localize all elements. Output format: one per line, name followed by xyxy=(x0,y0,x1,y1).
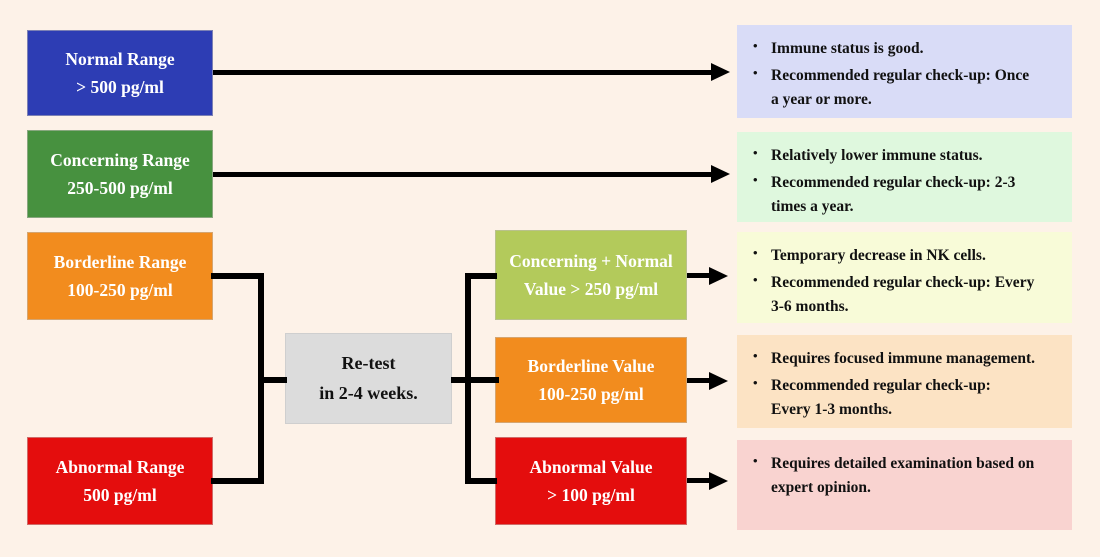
node-concerning-range: Concerning Range 250-500 pg/ml xyxy=(27,130,213,218)
arrow-concerning-normal-shaft xyxy=(687,273,711,278)
node-concerning-normal-value: Concerning + Normal Value > 250 pg/ml xyxy=(495,230,687,320)
node-borderline-range: Borderline Range 100-250 pg/ml xyxy=(27,232,213,320)
bullet-item: Requires detailed examination based on e… xyxy=(743,451,1062,500)
node-abnormal-value-title: Abnormal Value xyxy=(529,456,653,477)
bullet-item: Recommended regular check-up: 2-3 times … xyxy=(743,170,1062,219)
arrow-concerning-shaft xyxy=(213,172,713,177)
bullet-item: Immune status is good. xyxy=(743,36,1062,61)
node-retest-line1: Re-test xyxy=(341,353,396,374)
arrow-borderline-value-head xyxy=(709,372,728,390)
bullet-list: Requires focused immune management. Reco… xyxy=(743,346,1062,422)
arrow-normal-shaft xyxy=(213,70,713,75)
arrow-normal-head xyxy=(711,63,730,81)
node-abnormal-range-title: Abnormal Range xyxy=(55,456,185,477)
node-abnormal-range: Abnormal Range 500 pg/ml xyxy=(27,437,213,525)
node-borderline-value-title: Borderline Value xyxy=(527,355,655,376)
node-concerning-normal-value-value: Value > 250 pg/ml xyxy=(523,279,659,299)
bullet-item: Relatively lower immune status. xyxy=(743,143,1062,168)
bullet-item: Temporary decrease in NK cells. xyxy=(743,243,1062,268)
node-abnormal-value: Abnormal Value > 100 pg/ml xyxy=(495,437,687,525)
node-retest: Re-test in 2-4 weeks. xyxy=(285,333,452,424)
connector-concerning-normal-stub xyxy=(465,273,497,279)
bullet-list: Requires detailed examination based on e… xyxy=(743,451,1062,500)
arrow-concerning-head xyxy=(711,165,730,183)
connector-abnormal-value-stub xyxy=(465,478,497,484)
node-borderline-range-title: Borderline Range xyxy=(53,251,187,272)
connector-borderline-stub xyxy=(211,273,264,279)
result-normal-recommendation: Immune status is good. Recommended regul… xyxy=(737,25,1072,118)
connector-right-vertical xyxy=(465,273,471,484)
result-abnormal-recommendation: Requires detailed examination based on e… xyxy=(737,440,1072,530)
node-borderline-range-value: 100-250 pg/ml xyxy=(67,280,173,300)
result-concerning-recommendation: Relatively lower immune status. Recommen… xyxy=(737,132,1072,222)
node-borderline-value: Borderline Value 100-250 pg/ml xyxy=(495,337,687,423)
node-borderline-value-value: 100-250 pg/ml xyxy=(538,384,644,404)
node-abnormal-value-value: > 100 pg/ml xyxy=(547,485,635,505)
bullet-list: Temporary decrease in NK cells. Recommen… xyxy=(743,243,1062,319)
bullet-item: Recommended regular check-up: Every 3-6 … xyxy=(743,270,1062,319)
bullet-list: Immune status is good. Recommended regul… xyxy=(743,36,1062,112)
node-normal-range: Normal Range > 500 pg/ml xyxy=(27,30,213,116)
node-concerning-range-title: Concerning Range xyxy=(50,149,190,170)
arrow-abnormal-value-head xyxy=(709,472,728,490)
node-normal-range-value: > 500 pg/ml xyxy=(76,77,164,97)
node-concerning-range-value: 250-500 pg/ml xyxy=(67,178,173,198)
result-borderline-recommendation: Requires focused immune management. Reco… xyxy=(737,335,1072,428)
result-concerning-normal-recommendation: Temporary decrease in NK cells. Recommen… xyxy=(737,232,1072,323)
connector-abnormal-stub xyxy=(211,478,264,484)
node-abnormal-range-value: 500 pg/ml xyxy=(83,485,157,505)
bullet-item: Recommended regular check-up: Once a yea… xyxy=(743,63,1062,112)
arrow-borderline-value-shaft xyxy=(687,378,711,383)
node-concerning-normal-value-title: Concerning + Normal xyxy=(509,250,673,271)
bullet-list: Relatively lower immune status. Recommen… xyxy=(743,143,1062,219)
arrow-abnormal-value-shaft xyxy=(687,478,711,483)
bullet-item: Requires focused immune management. xyxy=(743,346,1062,371)
node-normal-range-title: Normal Range xyxy=(65,48,175,69)
arrow-concerning-normal-head xyxy=(709,267,728,285)
node-retest-line2: in 2-4 weeks. xyxy=(319,382,418,403)
connector-to-retest xyxy=(258,377,287,383)
connector-from-retest xyxy=(451,377,499,383)
bullet-item: Recommended regular check-up: Every 1-3 … xyxy=(743,373,1062,422)
